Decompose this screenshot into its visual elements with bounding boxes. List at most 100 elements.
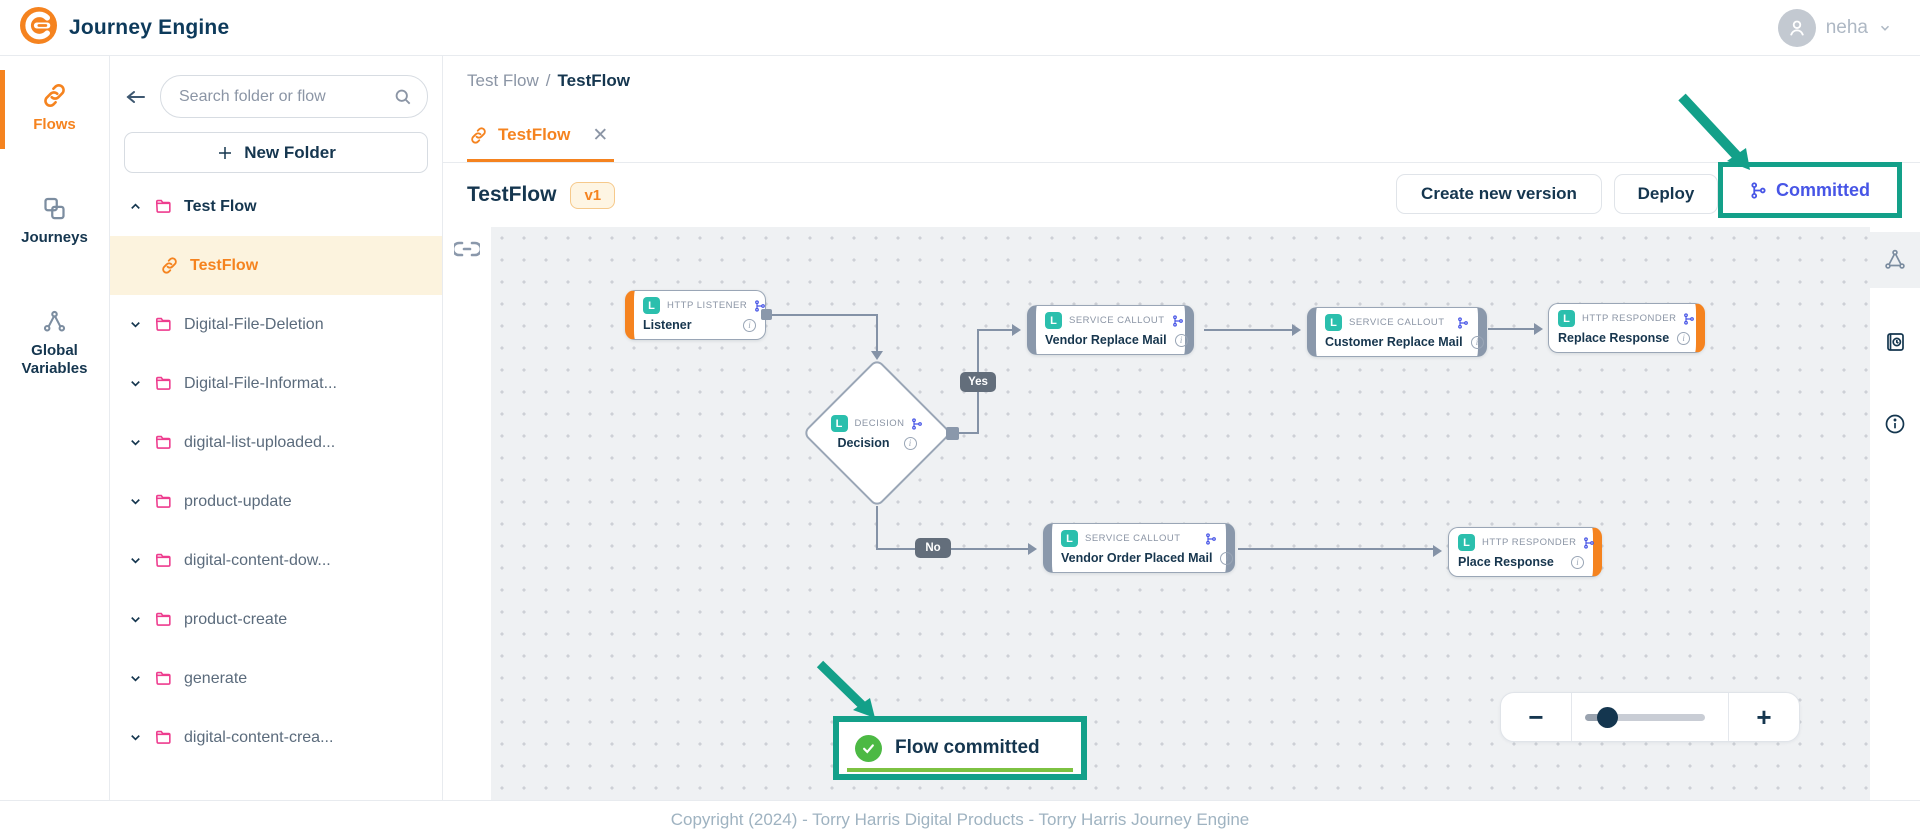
output-port[interactable] bbox=[761, 309, 772, 320]
info-icon[interactable]: i bbox=[1677, 331, 1691, 345]
flow-node-place-response[interactable]: L HTTP RESPONDER Place Response i bbox=[1448, 527, 1602, 577]
info-icon[interactable]: i bbox=[1174, 333, 1188, 347]
app-header: Journey Engine neha bbox=[0, 0, 1920, 56]
folder-icon bbox=[155, 317, 171, 331]
caret-down-icon bbox=[1880, 25, 1890, 31]
flow-node-vendor-order-placed-mail[interactable]: L SERVICE CALLOUT Vendor Order Placed Ma… bbox=[1043, 523, 1235, 573]
tree-label: digital-list-uploaded... bbox=[184, 433, 336, 451]
plus-icon bbox=[219, 146, 232, 159]
search-box[interactable] bbox=[160, 75, 428, 118]
tree-folder-digital-list-uploaded[interactable]: digital-list-uploaded... bbox=[110, 413, 442, 472]
chevron-down-icon[interactable] bbox=[128, 494, 143, 509]
app-title: Journey Engine bbox=[69, 15, 230, 39]
nav-label: Global Variables bbox=[21, 341, 88, 378]
tree-folder-digital-content-dow[interactable]: digital-content-dow... bbox=[110, 531, 442, 590]
info-icon[interactable]: i bbox=[1220, 551, 1234, 565]
flow-node-customer-replace-mail[interactable]: L SERVICE CALLOUT Customer Replace Mail … bbox=[1307, 307, 1487, 357]
info-tool[interactable] bbox=[1870, 396, 1920, 452]
tree-folder-test-flow[interactable]: Test Flow bbox=[110, 177, 442, 236]
user-menu[interactable]: neha bbox=[1777, 8, 1892, 47]
tab-testflow[interactable]: TestFlow ✕ bbox=[467, 124, 615, 162]
brand: Journey Engine bbox=[20, 6, 230, 49]
link-icon bbox=[162, 257, 177, 274]
tree-label: digital-content-dow... bbox=[184, 551, 331, 569]
tree-folder-generate[interactable]: generate bbox=[110, 649, 442, 708]
tree-folder-product-create[interactable]: product-create bbox=[110, 590, 442, 649]
search-input[interactable] bbox=[179, 87, 393, 106]
chevron-up-icon[interactable] bbox=[128, 199, 143, 214]
flow-node-decision[interactable] bbox=[802, 358, 952, 508]
nav-item-global-variables[interactable]: Global Variables bbox=[0, 296, 109, 394]
tree-folder-product-update[interactable]: product-update bbox=[110, 472, 442, 531]
folder-icon bbox=[155, 612, 171, 626]
footer: Copyright (2024) - Torry Harris Digital … bbox=[0, 800, 1920, 839]
new-folder-label: New Folder bbox=[244, 142, 336, 162]
node-badge-icon: L bbox=[1045, 312, 1062, 329]
network-icon bbox=[1885, 249, 1905, 269]
new-folder-button[interactable]: New Folder bbox=[124, 132, 428, 173]
tree-folder-digital-content-crea[interactable]: digital-content-crea... bbox=[110, 708, 442, 767]
chevron-down-icon[interactable] bbox=[128, 730, 143, 745]
folder-icon bbox=[155, 730, 171, 744]
collapse-sidebar-icon[interactable] bbox=[124, 85, 148, 109]
info-icon[interactable]: i bbox=[1470, 335, 1484, 349]
tree-label: TestFlow bbox=[190, 256, 259, 274]
canvas-gutter bbox=[443, 227, 491, 800]
link-icon bbox=[41, 82, 68, 109]
breadcrumb: Test Flow / TestFlow bbox=[443, 56, 1920, 106]
history-icon bbox=[1887, 333, 1904, 351]
flow-node-vendor-replace-mail[interactable]: L SERVICE CALLOUT Vendor Replace Mail i bbox=[1027, 305, 1194, 355]
tree-folder-digital-file-deletion[interactable]: Digital-File-Deletion bbox=[110, 295, 442, 354]
tree-label: product-update bbox=[184, 492, 292, 510]
flow-committed-toast: Flow committed bbox=[833, 716, 1087, 780]
journeys-icon bbox=[41, 195, 68, 222]
committed-button-highlight[interactable]: Committed bbox=[1718, 162, 1902, 218]
breadcrumb-parent[interactable]: Test Flow bbox=[467, 71, 539, 90]
node-type-label: SERVICE CALLOUT bbox=[1085, 533, 1181, 544]
flow-structure-tool[interactable] bbox=[1870, 232, 1920, 288]
info-icon[interactable]: i bbox=[1571, 555, 1584, 569]
folder-icon bbox=[155, 199, 171, 213]
output-port[interactable] bbox=[946, 427, 959, 440]
chevron-down-icon[interactable] bbox=[128, 317, 143, 332]
copyright-text: Copyright (2024) - Torry Harris Digital … bbox=[670, 810, 1250, 829]
info-icon[interactable]: i bbox=[743, 318, 756, 332]
node-name: Customer Replace Mail bbox=[1325, 335, 1463, 349]
version-badge: v1 bbox=[570, 181, 616, 209]
connector-icon[interactable] bbox=[454, 241, 480, 257]
zoom-slider[interactable] bbox=[1585, 706, 1705, 728]
version-history-tool[interactable] bbox=[1870, 314, 1920, 370]
chevron-down-icon[interactable] bbox=[128, 671, 143, 686]
nav-item-journeys[interactable]: Journeys bbox=[0, 183, 109, 262]
chevron-down-icon[interactable] bbox=[128, 376, 143, 391]
chevron-down-icon[interactable] bbox=[128, 435, 143, 450]
tree-folder-digital-file-informat[interactable]: Digital-File-Informat... bbox=[110, 354, 442, 413]
zoom-out-button[interactable]: − bbox=[1528, 701, 1544, 732]
committed-status-label: Committed bbox=[1776, 179, 1870, 200]
tree-label: product-create bbox=[184, 610, 288, 628]
node-badge-icon: L bbox=[1458, 534, 1475, 551]
toast-progress-bar bbox=[847, 768, 1073, 772]
check-circle-icon bbox=[855, 734, 882, 762]
zoom-control: − + bbox=[1500, 692, 1800, 742]
global-variables-icon bbox=[41, 308, 68, 335]
node-badge-icon: L bbox=[1325, 314, 1342, 331]
chevron-down-icon[interactable] bbox=[128, 553, 143, 568]
zoom-in-button[interactable]: + bbox=[1756, 701, 1772, 732]
node-badge-icon: L bbox=[1558, 310, 1575, 327]
folder-icon bbox=[155, 494, 171, 508]
chevron-down-icon[interactable] bbox=[128, 612, 143, 627]
create-new-version-button[interactable]: Create new version bbox=[1396, 174, 1602, 214]
node-type-label: SERVICE CALLOUT bbox=[1069, 315, 1165, 326]
tree-flow-testflow[interactable]: TestFlow bbox=[110, 236, 442, 295]
flow-node-listener[interactable]: L HTTP LISTENER Listener i bbox=[625, 290, 766, 340]
zoom-slider-handle[interactable] bbox=[1597, 706, 1618, 728]
node-name: Place Response bbox=[1458, 555, 1554, 569]
close-icon[interactable]: ✕ bbox=[592, 124, 609, 146]
tree-label: Test Flow bbox=[184, 197, 257, 215]
node-type-label: HTTP LISTENER bbox=[667, 300, 748, 311]
branch-icon bbox=[1750, 181, 1767, 199]
deploy-button[interactable]: Deploy bbox=[1614, 174, 1718, 214]
flow-node-replace-response[interactable]: L HTTP RESPONDER Replace Response i bbox=[1548, 303, 1705, 353]
nav-item-flows[interactable]: Flows bbox=[0, 70, 109, 149]
